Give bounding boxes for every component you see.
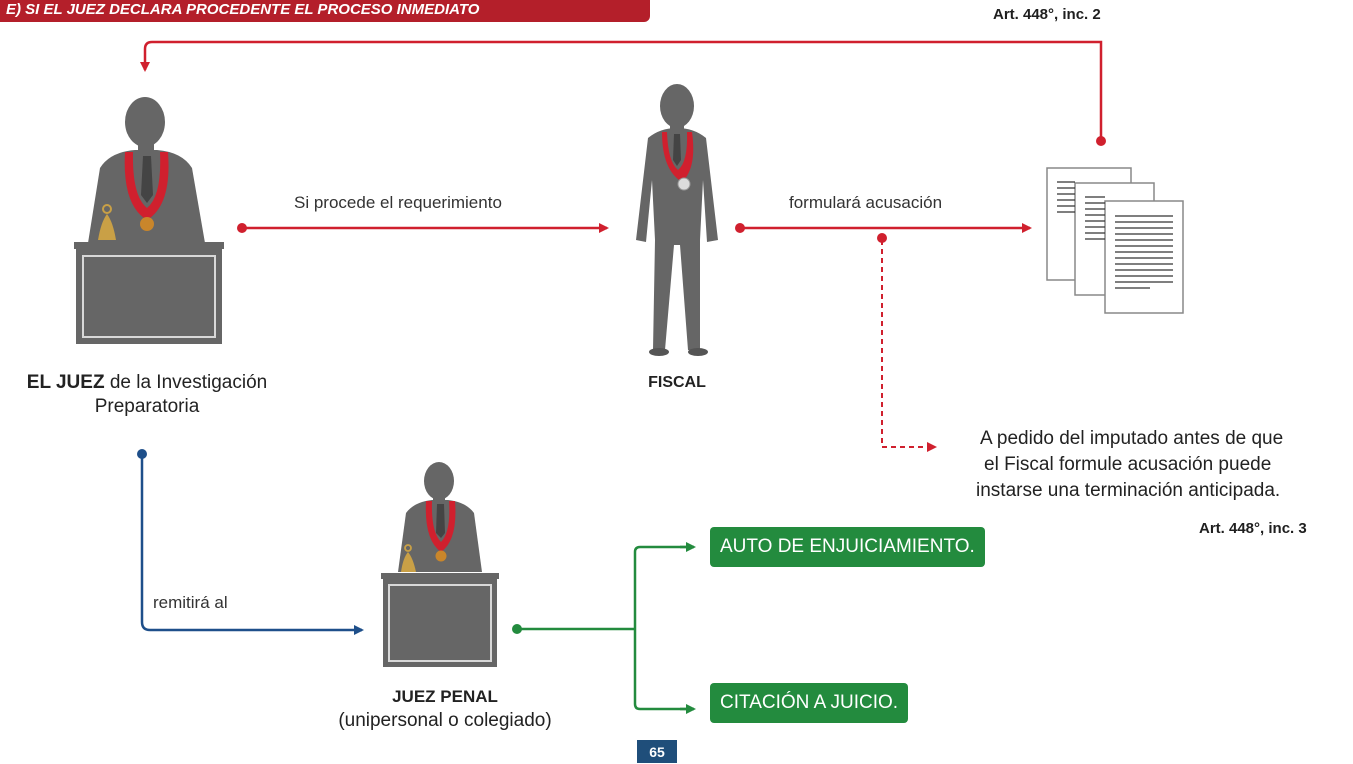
caption-juez-penal-sub: (unipersonal o colegiado)	[338, 710, 552, 731]
label-si-procede: Si procede el requerimiento	[294, 193, 502, 212]
note-line1: A pedido del imputado antes de que	[980, 428, 1284, 449]
caption-juez-penal-bold: JUEZ PENAL	[392, 687, 498, 706]
caption-juez: EL JUEZ de la Investigación Preparatoria	[2, 371, 292, 419]
caption-juez-line2: Preparatoria	[94, 396, 200, 417]
caption-juez-bold: EL JUEZ	[26, 372, 105, 393]
juez-penal-figure	[381, 462, 499, 667]
article-ref-right: Art. 448°, inc. 3	[1199, 520, 1307, 537]
note-line2: el Fiscal formule acusación puede	[984, 454, 1272, 475]
label-formulara: formulará acusación	[789, 193, 943, 212]
dashed-arrow-terminacion	[877, 233, 937, 452]
caption-fiscal: FISCAL	[648, 374, 706, 391]
outcome-citacion-juicio: CITACIÓN A JUICIO.	[710, 683, 909, 723]
outcome-auto-enjuiciamiento: AUTO DE ENJUICIAMIENTO.	[710, 527, 985, 567]
section-banner: E) SI EL JUEZ DECLARA PROCEDENTE EL PROC…	[0, 0, 650, 22]
label-remitira: remitirá al	[153, 593, 228, 612]
fiscal-figure	[636, 84, 718, 356]
top-return-arrow	[140, 40, 1106, 146]
green-branch-arrows	[512, 542, 696, 714]
caption-juez-rest: de la Investigación	[104, 372, 268, 393]
arrow-si-procede	[237, 223, 609, 233]
arrow-remitira	[137, 449, 364, 635]
documents-icon	[1046, 167, 1184, 314]
arrow-formulara	[735, 223, 1032, 233]
page-number: 65	[637, 740, 677, 763]
article-ref-top: Art. 448°, inc. 2	[993, 6, 1101, 23]
caption-juez-penal: JUEZ PENAL (unipersonal o colegiado)	[300, 685, 590, 733]
judge-figure	[74, 97, 224, 344]
note-line3: instarse una terminación anticipada.	[976, 480, 1281, 501]
note-terminacion: A pedido del imputado antes de que el Fi…	[976, 426, 1350, 504]
